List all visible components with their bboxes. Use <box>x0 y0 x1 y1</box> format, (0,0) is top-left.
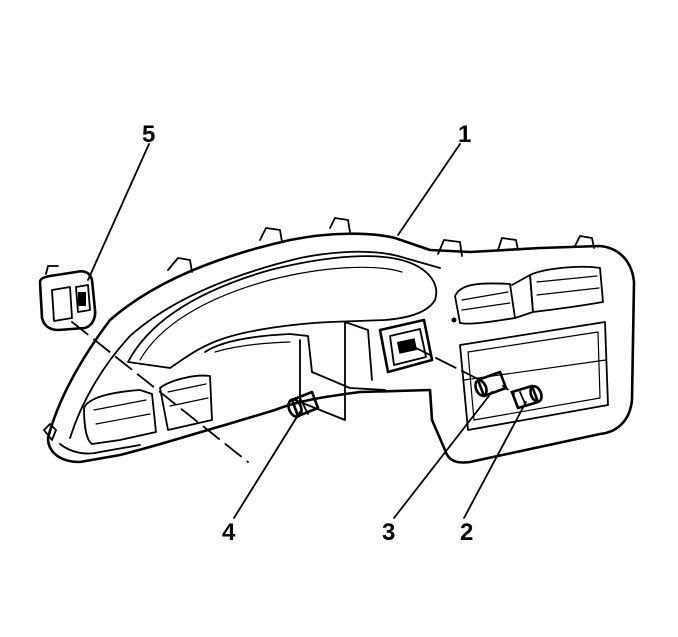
leader-lines <box>71 143 527 519</box>
bulb-socket-part-4 <box>287 390 320 418</box>
callouts: 1 2 3 4 5 <box>142 121 473 546</box>
instrument-panel-trim <box>43 217 636 464</box>
callout-1: 1 <box>458 121 471 148</box>
bulb-part-3 <box>474 370 508 398</box>
callout-5: 5 <box>142 121 155 148</box>
callout-2: 2 <box>460 519 473 546</box>
callout-4: 4 <box>222 519 236 546</box>
side-bezel-part-5 <box>38 265 97 332</box>
callout-3: 3 <box>382 519 395 546</box>
socket-part-2 <box>510 384 543 410</box>
